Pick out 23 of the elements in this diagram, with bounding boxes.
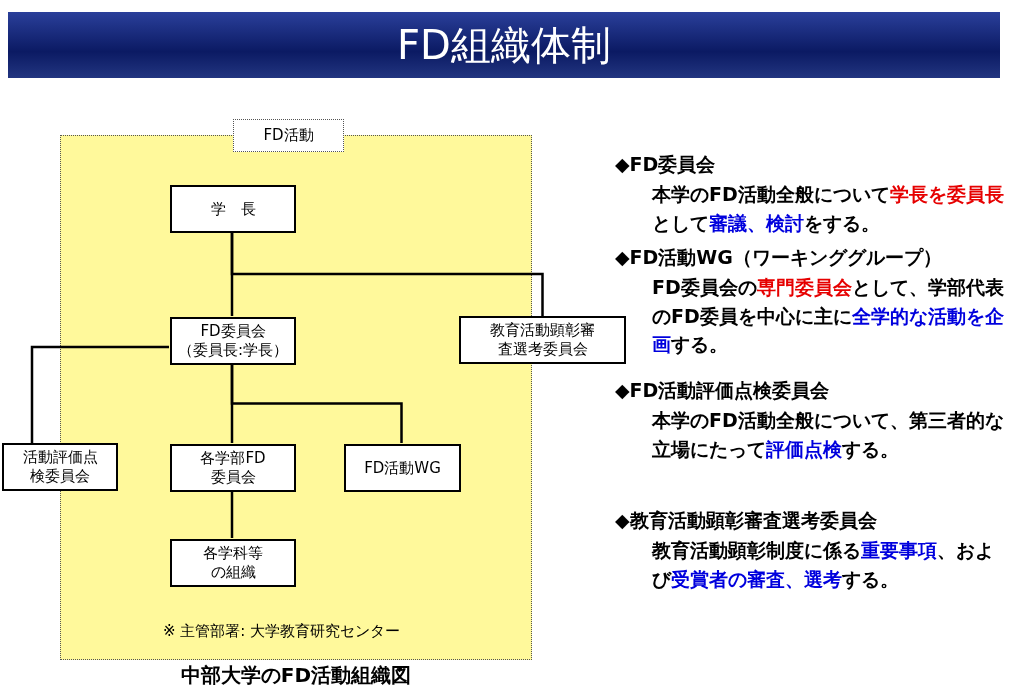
caption: 中部大学のFD活動組織図 [179, 662, 413, 689]
heading: ◆教育活動顕彰審査選考委員会 [615, 508, 878, 533]
description: 本学のFD活動全般について、第三者的な立場にたって評価点検する。 [652, 408, 1005, 462]
org-box: 教育活動顕彰審査選考委員会 [459, 316, 626, 364]
description: 教育活動顕彰制度に係る重要事項、および受賞者の審査、選考する。 [652, 538, 995, 592]
heading: ◆FD活動評価点検委員会 [615, 378, 831, 403]
org-box: FD委員会 （委員長:学長） [170, 317, 296, 365]
title-banner: FD組織体制 [8, 12, 1000, 78]
heading: ◆FD活動WG（ワーキンググループ） [615, 245, 943, 270]
org-box: FD活動WG [344, 444, 461, 492]
connector-line [230, 232, 544, 316]
description: FD委員会の専門委員会として、学部代表のFD委員を中心に主に全学的な活動を企画する。 [652, 275, 1005, 357]
connector-line [30, 345, 169, 443]
org-box: 活動評価点検委員会 [2, 443, 118, 491]
description: 本学のFD活動全般について学長を委員長として審議、検討をする。 [652, 182, 1005, 236]
org-box: 各学部FD委員会 [170, 444, 296, 492]
connector-line [230, 364, 403, 443]
heading: ◆FD委員会 [615, 152, 717, 177]
area-title: FD活動 [233, 119, 344, 152]
note-text: ※ 主管部署: 大学教育研究センター [163, 621, 402, 642]
org-box: 各学科等の組織 [170, 539, 296, 587]
org-box: 学 長 [170, 185, 296, 233]
connector-line [230, 491, 234, 538]
